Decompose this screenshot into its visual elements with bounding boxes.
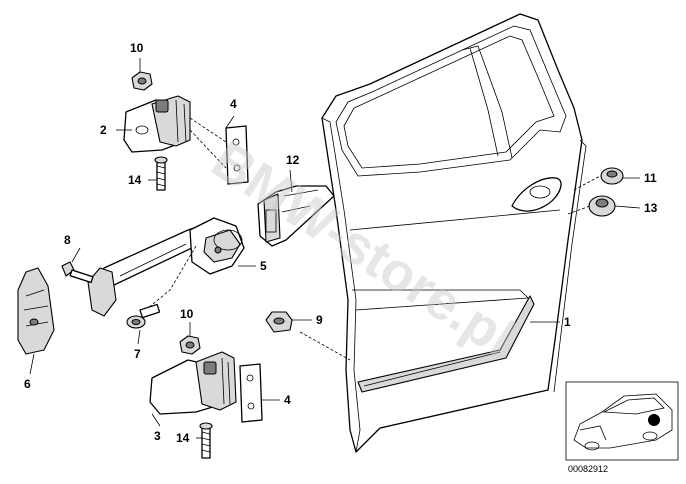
lower-door-hinge[interactable] <box>149 351 237 415</box>
callout-10-lower[interactable]: 10 <box>180 307 194 321</box>
callout-13[interactable]: 13 <box>644 201 658 215</box>
location-marker <box>648 414 660 426</box>
callout-labels: 1 2 3 4 4 5 6 7 8 9 10 10 11 12 13 14 14 <box>24 41 658 445</box>
callout-14-upper[interactable]: 14 <box>128 173 142 187</box>
diagram-code: 00082912 <box>568 464 608 474</box>
callout-6[interactable]: 6 <box>24 377 31 391</box>
hinge-bolt-upper[interactable] <box>154 156 168 191</box>
callout-14-lower[interactable]: 14 <box>176 431 190 445</box>
hex-nut-lower[interactable] <box>179 335 201 355</box>
callout-2[interactable]: 2 <box>100 123 107 137</box>
hinge-cover-bolt[interactable] <box>126 303 161 329</box>
door-plug-small[interactable] <box>600 167 624 185</box>
hex-nut-upper[interactable] <box>131 71 153 91</box>
hinge-shim-plate-upper[interactable] <box>189 117 249 185</box>
callout-4-upper[interactable]: 4 <box>230 97 237 111</box>
door-grommet[interactable] <box>265 311 293 333</box>
callout-1[interactable]: 1 <box>564 315 571 329</box>
callout-8[interactable]: 8 <box>64 233 71 247</box>
hinge-bolt-lower[interactable] <box>199 422 213 459</box>
callout-7[interactable]: 7 <box>134 347 141 361</box>
callout-5[interactable]: 5 <box>260 259 267 273</box>
hinge-shim-plate-lower[interactable] <box>239 363 263 423</box>
door-check-strap[interactable] <box>87 217 245 317</box>
upper-door-hinge[interactable] <box>123 95 191 153</box>
callout-10-upper[interactable]: 10 <box>130 41 144 55</box>
door-plug-large[interactable] <box>588 195 616 217</box>
callout-9[interactable]: 9 <box>316 313 323 327</box>
callout-11[interactable]: 11 <box>644 171 657 185</box>
check-strap-guide-bracket[interactable] <box>257 185 335 247</box>
callout-12[interactable]: 12 <box>286 153 300 167</box>
vehicle-locator-thumbnail <box>565 381 679 461</box>
car-outline <box>573 393 673 449</box>
check-strap-bolt[interactable] <box>61 261 94 284</box>
leader-lines <box>29 58 641 439</box>
hinge-cover-cap[interactable] <box>17 267 55 355</box>
callout-4-lower[interactable]: 4 <box>284 393 291 407</box>
rear-door-shell[interactable] <box>321 13 587 453</box>
callout-3[interactable]: 3 <box>154 429 161 443</box>
